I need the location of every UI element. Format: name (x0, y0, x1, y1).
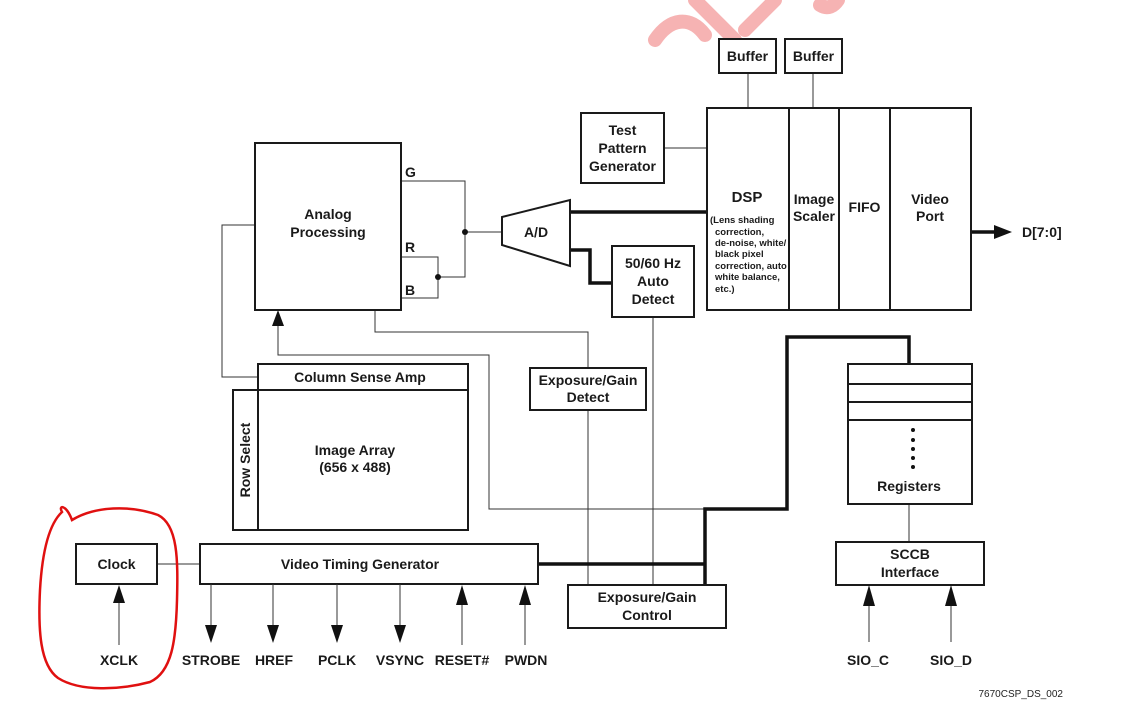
output-bus-label: D[7:0] (1022, 224, 1062, 240)
svg-text:black pixel: black pixel (715, 249, 764, 260)
svg-text:correction, auto: correction, auto (715, 261, 787, 272)
svg-text:PWDN: PWDN (505, 652, 548, 668)
pin-reset: RESET# (435, 585, 490, 668)
svg-text:RESET#: RESET# (435, 652, 490, 668)
svg-text:Buffer: Buffer (727, 48, 769, 64)
svg-text:SIO_C: SIO_C (847, 652, 889, 668)
image-array-block: Image Array (656 x 488) (257, 389, 469, 531)
svg-text:correction,: correction, (715, 227, 764, 238)
pin-strobe: STROBE (182, 584, 240, 668)
svg-text:Exposure/Gain: Exposure/Gain (539, 372, 638, 388)
arrow-down-icon (394, 625, 406, 643)
pin-href: HREF (255, 584, 294, 668)
dsp-pipeline-block: DSP (Lens shading correction, de-noise, … (706, 107, 972, 311)
svg-text:Port: Port (916, 208, 944, 224)
svg-text:Row Select: Row Select (237, 422, 253, 497)
svg-text:Analog: Analog (304, 206, 351, 222)
ellipsis-icon (911, 428, 915, 469)
dsp-section: DSP (Lens shading correction, de-noise, … (710, 189, 787, 295)
watermark (648, 0, 845, 47)
channel-r-label: R (405, 239, 415, 255)
svg-text:(656 x 488): (656 x 488) (319, 459, 391, 475)
exposure-detect-block: Exposure/Gain Detect (529, 367, 647, 411)
arrow-down-icon (267, 625, 279, 643)
svg-text:Control: Control (622, 607, 672, 623)
svg-text:SIO_D: SIO_D (930, 652, 972, 668)
svg-text:Image Array: Image Array (315, 442, 396, 458)
svg-text:PCLK: PCLK (318, 652, 356, 668)
svg-text:Processing: Processing (290, 224, 365, 240)
svg-text:Scaler: Scaler (793, 208, 836, 224)
svg-text:Clock: Clock (97, 556, 135, 572)
pin-sio-c: SIO_C (847, 585, 889, 668)
arrow-down-icon (205, 625, 217, 643)
arrow-up-icon (945, 585, 957, 606)
junction-dot (435, 274, 441, 280)
svg-text:Test: Test (609, 122, 637, 138)
output-arrow-icon (994, 225, 1012, 239)
ad-converter-block: A/D (501, 198, 571, 268)
arrow-up-icon (456, 585, 468, 605)
svg-text:XCLK: XCLK (100, 652, 138, 668)
arrow-up-icon (272, 310, 284, 326)
arrow-down-icon (331, 625, 343, 643)
svg-text:white balance,: white balance, (714, 272, 780, 283)
svg-text:Image: Image (794, 191, 835, 207)
video-timing-generator-block: Video Timing Generator (199, 543, 539, 585)
svg-text:de-noise, white/: de-noise, white/ (715, 238, 787, 249)
svg-text:Registers: Registers (877, 478, 941, 494)
svg-text:Buffer: Buffer (793, 48, 835, 64)
clock-block: Clock (75, 543, 158, 585)
image-scaler-section: Image Scaler (793, 191, 836, 224)
pin-xclk: XCLK (100, 585, 138, 668)
auto-detect-block: 50/60 Hz Auto Detect (611, 245, 695, 318)
svg-text:DSP: DSP (732, 189, 763, 206)
exposure-control-block: Exposure/Gain Control (567, 584, 727, 629)
svg-text:Pattern: Pattern (598, 140, 646, 156)
svg-text:Video: Video (911, 191, 949, 207)
svg-text:Exposure/Gain: Exposure/Gain (598, 589, 697, 605)
channel-b-label: B (405, 282, 415, 298)
svg-text:STROBE: STROBE (182, 652, 240, 668)
pin-vsync: VSYNC (376, 584, 424, 668)
pin-pclk: PCLK (318, 584, 356, 668)
junction-dot (462, 229, 468, 235)
svg-text:50/60 Hz: 50/60 Hz (625, 255, 681, 271)
svg-text:Auto: Auto (637, 273, 669, 289)
registers-block: Registers (847, 363, 973, 505)
fifo-section: FIFO (849, 199, 881, 215)
svg-text:Generator: Generator (589, 158, 656, 174)
svg-text:Detect: Detect (567, 389, 610, 405)
figure-id: 7670CSP_DS_002 (978, 689, 1063, 700)
buffer-block-1: Buffer (718, 38, 777, 74)
svg-text:VSYNC: VSYNC (376, 652, 424, 668)
svg-text:FIFO: FIFO (849, 199, 881, 215)
pin-sio-d: SIO_D (930, 585, 972, 668)
svg-text:(Lens shading: (Lens shading (710, 215, 775, 226)
channel-g-label: G (405, 164, 416, 180)
svg-text:SCCB: SCCB (890, 546, 930, 562)
analog-processing-block: Analog Processing G R B (254, 142, 416, 311)
buffer-block-2: Buffer (784, 38, 843, 74)
sccb-interface-block: SCCB Interface (835, 541, 985, 586)
arrow-up-icon (113, 585, 125, 603)
arrow-up-icon (519, 585, 531, 605)
svg-text:Detect: Detect (632, 291, 675, 307)
test-pattern-generator-block: Test Pattern Generator (580, 112, 665, 184)
svg-text:Video Timing Generator: Video Timing Generator (281, 556, 440, 572)
svg-text:Interface: Interface (881, 564, 940, 580)
svg-text:Column Sense Amp: Column Sense Amp (294, 369, 426, 385)
video-port-section: Video Port (911, 191, 949, 224)
svg-text:HREF: HREF (255, 652, 294, 668)
annotation-circle (38, 505, 179, 690)
svg-text:A/D: A/D (524, 224, 548, 240)
column-sense-amp-block: Column Sense Amp (257, 363, 469, 391)
pin-pwdn: PWDN (505, 585, 548, 668)
arrow-up-icon (863, 585, 875, 606)
row-select-block: Row Select (232, 389, 259, 531)
data-buses (538, 210, 1000, 585)
svg-text:etc.): etc.) (715, 284, 735, 295)
